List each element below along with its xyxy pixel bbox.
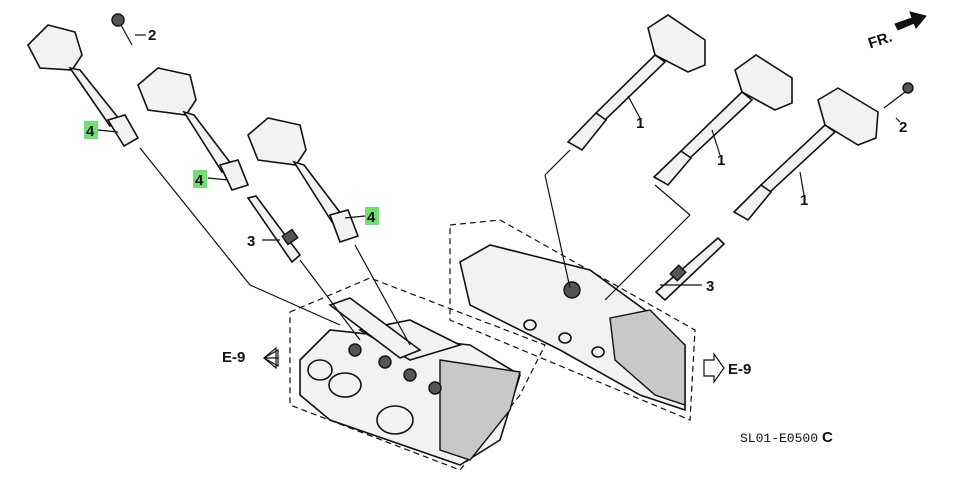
diagram-code: SL01-E0500 C	[740, 429, 833, 446]
callout-1-c: 1	[800, 192, 808, 209]
front-direction-indicator: FR.	[866, 11, 927, 53]
front-arrow-icon	[894, 11, 927, 31]
arrow-right-icon	[703, 352, 725, 384]
svg-text:E-9: E-9	[728, 361, 751, 378]
ignition-coil-right-3	[732, 87, 879, 222]
svg-text:C: C	[822, 429, 833, 446]
right-cylinder-head-cover	[449, 219, 696, 421]
svg-text:E-9: E-9	[222, 349, 245, 366]
callout-3-a: 3	[247, 233, 255, 250]
svg-text:SL01-E0500: SL01-E0500	[740, 431, 818, 446]
bolt-left	[111, 13, 133, 46]
callout-1-a: 1	[636, 115, 644, 132]
ref-e9-right: E-9	[703, 352, 751, 384]
callout-4-b: 4	[193, 170, 207, 189]
svg-text:FR.: FR.	[866, 29, 894, 53]
leader-lines	[97, 34, 901, 346]
bolt-right	[883, 82, 914, 109]
spark-plug-left	[246, 195, 302, 264]
callout-2-a: 2	[148, 27, 156, 44]
svg-text:4: 4	[195, 172, 204, 189]
ignition-coil-right-2	[652, 54, 793, 187]
callout-4-a: 4	[84, 121, 98, 140]
ignition-coil-right-1	[566, 14, 706, 152]
callout-1-b: 1	[717, 152, 725, 169]
left-cylinder-head-cover	[289, 277, 546, 471]
svg-text:4: 4	[86, 123, 95, 140]
ignition-coil-left-2	[137, 67, 250, 191]
svg-text:4: 4	[367, 209, 376, 226]
ref-e9-left: E-9	[222, 346, 279, 370]
ignition-coil-left-1	[27, 24, 140, 148]
callout-4-c: 4	[365, 207, 379, 226]
callout-2-b: 2	[899, 119, 907, 136]
callout-3-b: 3	[706, 278, 714, 295]
